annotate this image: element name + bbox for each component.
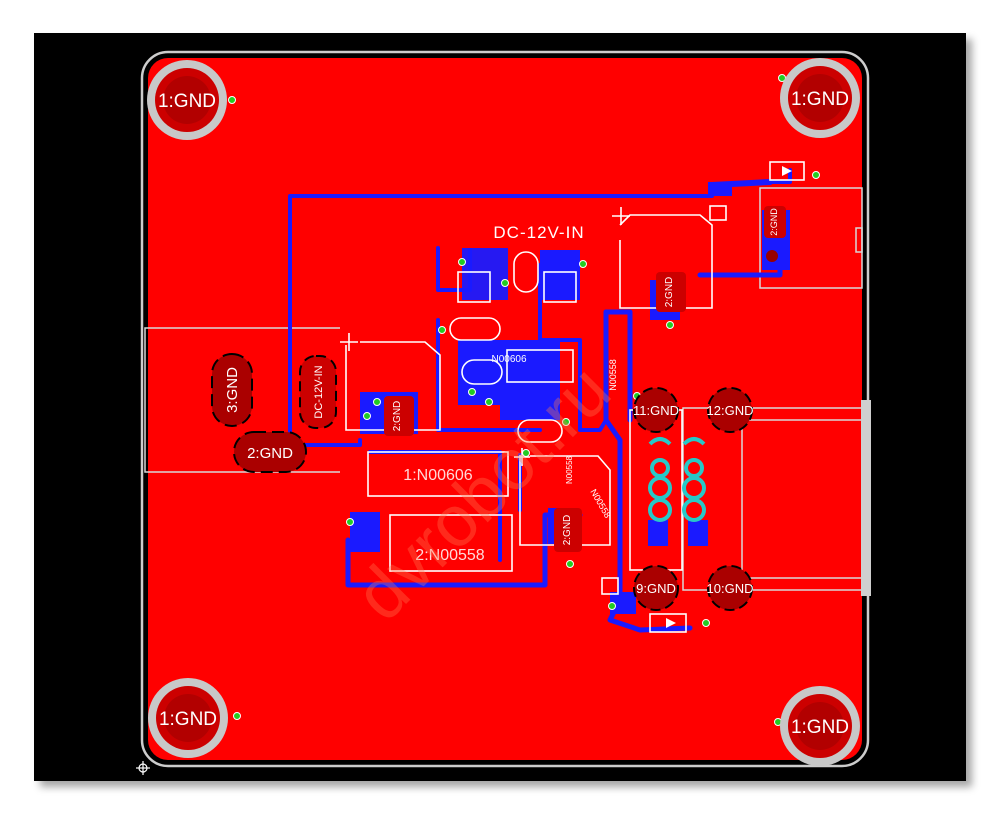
vias — [228, 74, 820, 726]
mount-hole-bottom-right: 1:GND — [780, 686, 860, 766]
mount-hole-bottom-left: 1:GND — [148, 678, 228, 758]
silkscreen-outlines — [340, 161, 805, 633]
pad-label: 3:GND — [224, 367, 241, 413]
usb-pad-11: 11:GND — [633, 387, 679, 433]
mount-hole-label: 1:GND — [791, 89, 849, 110]
usb-pad-9: 9:GND — [633, 565, 679, 611]
component-label: N00558 — [565, 455, 574, 484]
cap-pad-lower: 2:GND — [554, 508, 582, 552]
mount-hole-label: 1:GND — [158, 91, 216, 112]
dc-jack-outline — [144, 327, 340, 473]
board-title: DC-12V-IN — [493, 223, 584, 242]
cap-pad-connector: 2:GND — [764, 206, 786, 262]
pad-label: 2:GND — [247, 445, 293, 462]
mount-hole-top-right: 1:GND — [780, 58, 860, 138]
pad-label: 2:GND — [562, 515, 573, 546]
pad-label: 9:GND — [636, 581, 676, 596]
usb-connector-outline — [682, 400, 871, 596]
pad-label: 11:GND — [633, 403, 679, 418]
dc-jack-pad-3: 3:GND — [211, 353, 253, 427]
usb-signal-pads — [648, 437, 706, 522]
pad-label: 2:GND — [392, 401, 403, 432]
pad-label: 2:GND — [769, 208, 779, 236]
pad-label: 12:GND — [707, 403, 754, 418]
component-label: 1:N00606 — [403, 467, 472, 484]
pad-label: 2:GND — [664, 277, 675, 308]
component-label: N00606 — [491, 354, 526, 365]
dc-jack-pad-2: 2:GND — [233, 431, 307, 473]
diode-marks — [666, 166, 792, 628]
component-label: 2:N00558 — [415, 547, 484, 564]
mount-hole-label: 1:GND — [791, 717, 849, 738]
cap-pad-left: 2:GND — [384, 396, 414, 436]
mount-hole-label: 1:GND — [159, 709, 217, 730]
mount-hole-top-left: 1:GND — [147, 60, 227, 140]
usb-pad-10: 10:GND — [707, 565, 754, 611]
usb-pad-12: 12:GND — [707, 387, 754, 433]
dc-jack-label: DC-12V-IN — [313, 365, 325, 418]
origin-marker — [136, 761, 150, 775]
pad-label: 10:GND — [707, 581, 754, 596]
component-label: N00558 — [608, 359, 618, 391]
dc-jack-center-pad: DC-12V-IN — [299, 355, 337, 429]
cap-pad-top: 2:GND — [656, 272, 686, 312]
